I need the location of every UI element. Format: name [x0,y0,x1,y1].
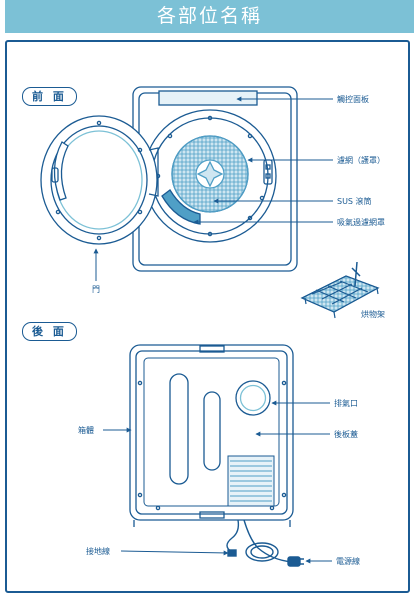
drying-rack-drawing [300,261,380,319]
intake-filter-grille [161,189,201,225]
filter-cover-label: 濾網（護罩） [337,156,385,165]
dryer-back-body [129,344,294,527]
page-title: 各部位名稱 [156,5,262,27]
body-label: 箱體 [78,426,94,435]
page-header: 各部位名稱 [5,0,414,33]
control-panel [158,90,258,106]
back-vent-grille [227,455,275,507]
drum-label: SUS 滾筒 [337,197,372,206]
drying-rack-label: 烘物架 [361,310,385,319]
exhaust-label: 排氣口 [334,399,358,408]
front-section-label: 前 面 [22,87,77,106]
control-panel-label: 觸控面板 [337,95,369,104]
power-cord-label: 電源線 [336,557,360,566]
back-cover-label: 後板蓋 [334,430,358,439]
diagram-frame [5,40,410,593]
back-section-label: 後 面 [22,322,77,341]
ground-wire-label: 接地線 [86,547,110,556]
intake-filter-label: 吸氣過濾網罩 [337,218,385,227]
door-label: 門 [92,285,100,294]
door-drawing [40,115,159,245]
power-cord-drawing [226,519,304,567]
exhaust-port [235,380,271,416]
dryer-front-body [132,86,298,272]
